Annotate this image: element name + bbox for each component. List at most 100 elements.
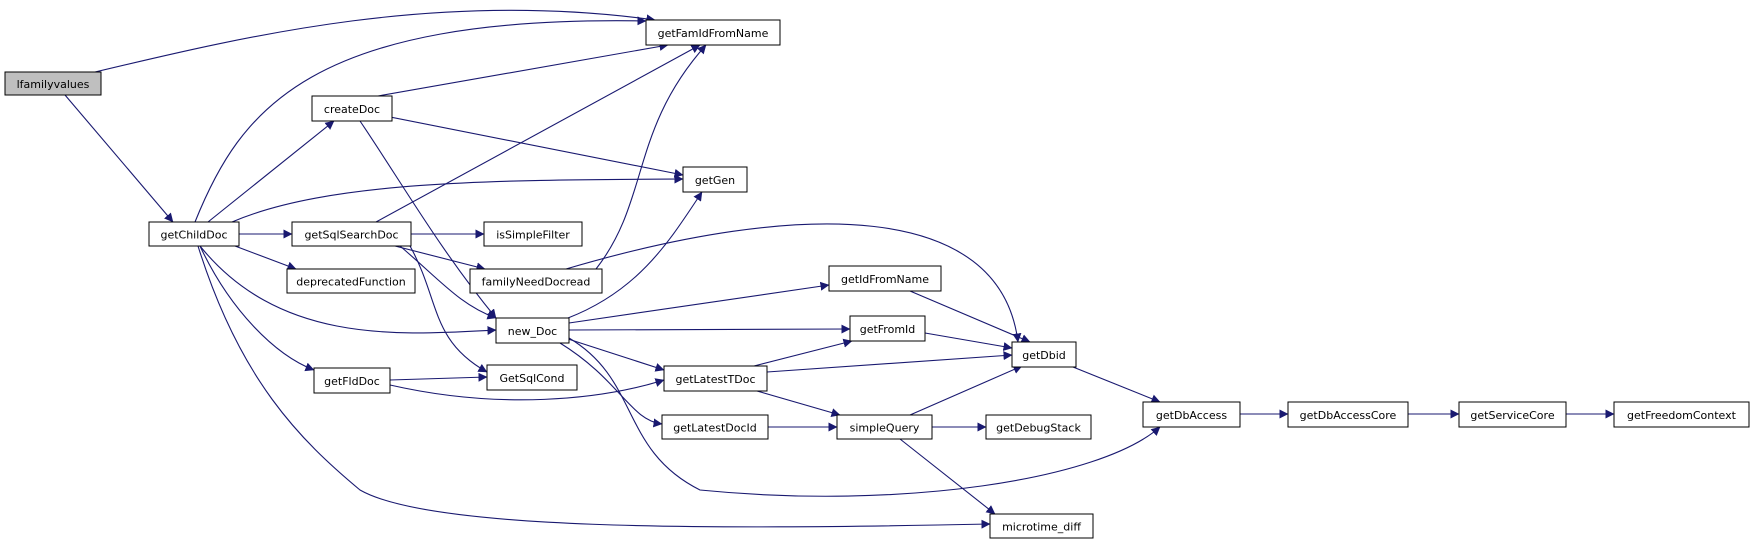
node-getChildDoc[interactable]: getChildDoc xyxy=(148,221,240,247)
node-box xyxy=(663,365,768,392)
edge-simpleQuery-to-microtime_diff xyxy=(899,438,996,515)
node-label: getDebugStack xyxy=(996,422,1081,435)
edge-getFromId-to-getDbid xyxy=(924,332,1013,351)
node-box xyxy=(1142,401,1241,428)
node-familyNeedDocread[interactable]: familyNeedDocread xyxy=(469,268,603,294)
node-box xyxy=(989,513,1094,539)
edge-getChildDoc-to-getFamIdFromName xyxy=(194,16,647,223)
node-getIdFromName[interactable]: getIdFromName xyxy=(828,265,942,292)
node-label: getFromId xyxy=(860,323,916,336)
edges-layer xyxy=(64,9,1615,529)
node-box xyxy=(486,364,578,391)
edge-getFldDoc-to-getLatestTDoc xyxy=(389,378,665,401)
node-label: microtime_diff xyxy=(1002,521,1081,534)
edge-createDoc-to-getFamIdFromName xyxy=(377,42,669,97)
edge-getChildDoc-to-getGen xyxy=(231,174,684,223)
node-label: getFldDoc xyxy=(324,375,380,388)
node-GetSqlCond[interactable]: GetSqlCond xyxy=(486,364,578,391)
node-box xyxy=(291,221,412,247)
node-getFamIdFromName[interactable]: getFamIdFromName xyxy=(645,19,781,46)
edge-getSqlSearchDoc-to-getFamIdFromName xyxy=(375,44,701,223)
node-lfamilyvalues[interactable]: lfamilyvalues xyxy=(4,71,102,96)
node-label: getLatestTDoc xyxy=(675,373,755,386)
node-box xyxy=(836,414,933,440)
node-box xyxy=(495,317,570,344)
node-new_Doc[interactable]: new_Doc xyxy=(495,317,570,344)
edge-new_Doc-to-getLatestTDoc xyxy=(564,337,665,372)
node-isSimpleFilter[interactable]: isSimpleFilter xyxy=(483,221,583,247)
edge-getLatestTDoc-to-simpleQuery xyxy=(756,390,841,417)
node-label: getFamIdFromName xyxy=(658,27,769,40)
edge-getIdFromName-to-getDbid xyxy=(909,290,1031,343)
node-getDebugStack[interactable]: getDebugStack xyxy=(985,414,1092,440)
node-getLatestDocId[interactable]: getLatestDocId xyxy=(661,414,769,440)
node-microtime_diff[interactable]: microtime_diff xyxy=(989,513,1094,539)
edge-getDbid-to-getDbAccess xyxy=(1072,366,1161,403)
edge-getChildDoc-to-getFldDoc xyxy=(199,245,315,372)
node-box xyxy=(985,414,1092,440)
edge-lfamilyvalues-to-getChildDoc xyxy=(64,94,174,223)
node-label: getDbAccess xyxy=(1156,409,1227,422)
node-label: lfamilyvalues xyxy=(17,78,90,91)
node-label: familyNeedDocread xyxy=(482,276,591,289)
node-label: getFreedomContext xyxy=(1627,409,1737,422)
edge-getChildDoc-to-createDoc xyxy=(207,120,335,223)
edge-getSqlSearchDoc-to-familyNeedDocread xyxy=(394,245,486,272)
node-box xyxy=(469,268,603,294)
node-box xyxy=(661,414,769,440)
edge-getChildDoc-to-microtime_diff xyxy=(197,245,991,529)
node-box xyxy=(483,221,583,247)
node-getDbid[interactable]: getDbid xyxy=(1011,341,1077,368)
node-getFromId[interactable]: getFromId xyxy=(849,315,926,342)
node-box xyxy=(148,221,240,247)
edge-familyNeedDocread-to-getDbid xyxy=(565,223,1022,343)
node-label: new_Doc xyxy=(508,325,557,338)
edge-new_Doc-to-getFromId xyxy=(568,324,851,334)
edge-getChildDoc-to-deprecatedFunction xyxy=(234,245,297,271)
edge-getSqlSearchDoc-to-new_Doc xyxy=(399,245,497,320)
node-box xyxy=(849,315,926,342)
node-getGen[interactable]: getGen xyxy=(682,166,748,193)
node-box xyxy=(1287,401,1409,428)
node-box xyxy=(645,19,781,46)
node-getLatestTDoc[interactable]: getLatestTDoc xyxy=(663,365,768,392)
node-createDoc[interactable]: createDoc xyxy=(311,95,393,122)
node-deprecatedFunction[interactable]: deprecatedFunction xyxy=(286,268,416,294)
node-box xyxy=(311,95,393,122)
edge-familyNeedDocread-to-getFamIdFromName xyxy=(595,44,707,270)
node-getServiceCore[interactable]: getServiceCore xyxy=(1458,401,1567,428)
node-box xyxy=(313,367,391,394)
node-label: getDbid xyxy=(1022,349,1066,362)
edge-new_Doc-to-getIdFromName xyxy=(568,281,830,324)
edge-new_Doc-to-getDbAccess xyxy=(568,337,1161,497)
node-label: isSimpleFilter xyxy=(496,229,570,242)
node-box xyxy=(828,265,942,292)
node-getSqlSearchDoc[interactable]: getSqlSearchDoc xyxy=(291,221,412,247)
node-label: getLatestDocId xyxy=(673,422,757,435)
node-box xyxy=(4,71,102,96)
node-label: deprecatedFunction xyxy=(296,276,405,289)
node-getFldDoc[interactable]: getFldDoc xyxy=(313,367,391,394)
node-box xyxy=(682,166,748,193)
edge-getLatestTDoc-to-getFromId xyxy=(753,338,853,367)
node-label: createDoc xyxy=(324,103,380,116)
edge-new_Doc-to-getGen xyxy=(567,191,703,319)
edge-getLatestTDoc-to-getDbid xyxy=(766,351,1013,373)
node-getFreedomContext[interactable]: getFreedomContext xyxy=(1613,401,1750,428)
edge-simpleQuery-to-getDbid xyxy=(909,365,1023,416)
node-box xyxy=(1458,401,1567,428)
edge-getFldDoc-to-GetSqlCond xyxy=(389,372,488,382)
node-label: getDbAccessCore xyxy=(1300,409,1397,422)
edge-lfamilyvalues-to-getFamIdFromName xyxy=(94,9,656,73)
edge-getChildDoc-to-new_Doc xyxy=(199,245,497,335)
node-label: getSqlSearchDoc xyxy=(304,229,398,242)
edge-getSqlSearchDoc-to-GetSqlCond xyxy=(409,245,488,373)
edge-createDoc-to-getGen xyxy=(379,114,684,178)
node-simpleQuery[interactable]: simpleQuery xyxy=(836,414,933,440)
node-label: GetSqlCond xyxy=(500,372,565,385)
node-box xyxy=(1011,341,1077,368)
node-getDbAccess[interactable]: getDbAccess xyxy=(1142,401,1241,428)
node-getDbAccessCore[interactable]: getDbAccessCore xyxy=(1287,401,1409,428)
node-box xyxy=(286,268,416,294)
